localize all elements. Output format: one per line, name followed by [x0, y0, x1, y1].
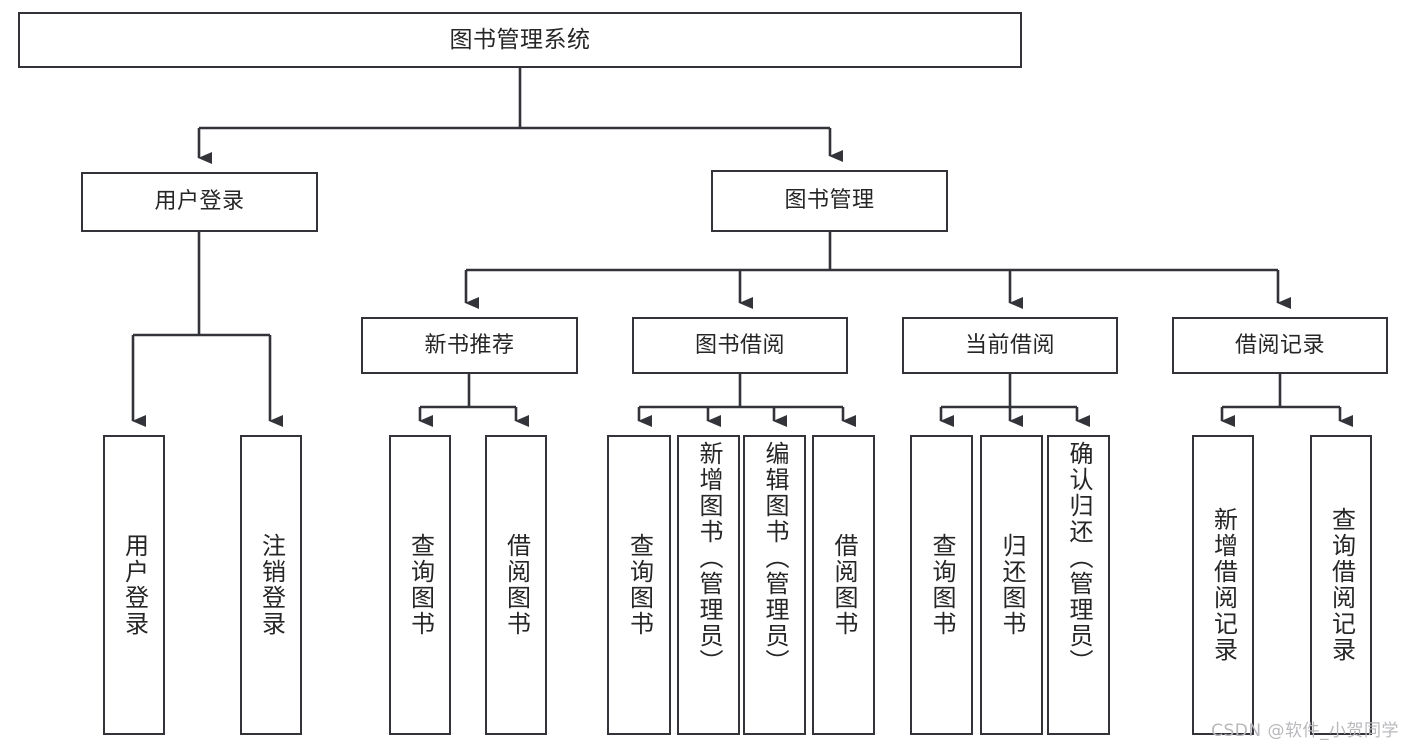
node-label: 图书借阅: [694, 332, 785, 358]
node-user-login[interactable]: 用户登录: [81, 172, 318, 232]
node-borrow-record[interactable]: 借阅记录: [1172, 317, 1388, 374]
node-root-system[interactable]: 图书管理系统: [18, 12, 1022, 68]
node-label: 查询借阅记录: [1327, 507, 1356, 663]
node-current-borrow[interactable]: 当前借阅: [902, 317, 1118, 374]
node-label: 图书管理系统: [449, 26, 591, 53]
leaf-current-return-book[interactable]: 归还图书: [980, 435, 1043, 735]
node-label: 查询图书: [625, 533, 654, 637]
node-label: 确认归还（管理员）: [1064, 441, 1093, 675]
node-label: 用户登录: [120, 533, 149, 637]
node-label: 借阅图书: [502, 533, 531, 637]
node-label: 新增借阅记录: [1209, 507, 1238, 663]
node-book-management[interactable]: 图书管理: [711, 170, 948, 232]
node-label: 查询图书: [406, 533, 435, 637]
node-label: 借阅记录: [1234, 332, 1325, 358]
leaf-borrow-borrow-book[interactable]: 借阅图书: [812, 435, 875, 735]
node-label: 注销登录: [257, 533, 286, 637]
node-label: 图书管理: [784, 188, 875, 213]
csdn-watermark: CSDN @软件_小贺同学: [1211, 721, 1399, 741]
leaf-user-login-signout[interactable]: 注销登录: [240, 435, 302, 735]
node-label: 查询图书: [927, 533, 956, 637]
leaf-recommend-borrow-book[interactable]: 借阅图书: [485, 435, 547, 735]
node-label: 用户登录: [154, 189, 245, 214]
node-label: 新增图书（管理员）: [694, 441, 723, 675]
node-label: 编辑图书（管理员）: [760, 441, 789, 675]
leaf-borrow-add-book-admin[interactable]: 新增图书（管理员）: [677, 435, 740, 735]
leaf-current-query-book[interactable]: 查询图书: [910, 435, 973, 735]
node-book-borrow[interactable]: 图书借阅: [632, 317, 848, 374]
leaf-recommend-query-book[interactable]: 查询图书: [389, 435, 451, 735]
leaf-user-login-signin[interactable]: 用户登录: [103, 435, 165, 735]
node-label: 借阅图书: [829, 533, 858, 637]
leaf-current-confirm-return-admin[interactable]: 确认归还（管理员）: [1047, 435, 1110, 735]
leaf-record-query-record[interactable]: 查询借阅记录: [1310, 435, 1372, 735]
node-label: 当前借阅: [964, 332, 1055, 358]
node-label: 归还图书: [997, 533, 1026, 637]
leaf-record-add-record[interactable]: 新增借阅记录: [1192, 435, 1254, 735]
node-label: 新书推荐: [424, 332, 515, 358]
node-new-book-recommend[interactable]: 新书推荐: [361, 317, 578, 374]
leaf-borrow-edit-book-admin[interactable]: 编辑图书（管理员）: [743, 435, 806, 735]
leaf-borrow-query-book[interactable]: 查询图书: [607, 435, 671, 735]
